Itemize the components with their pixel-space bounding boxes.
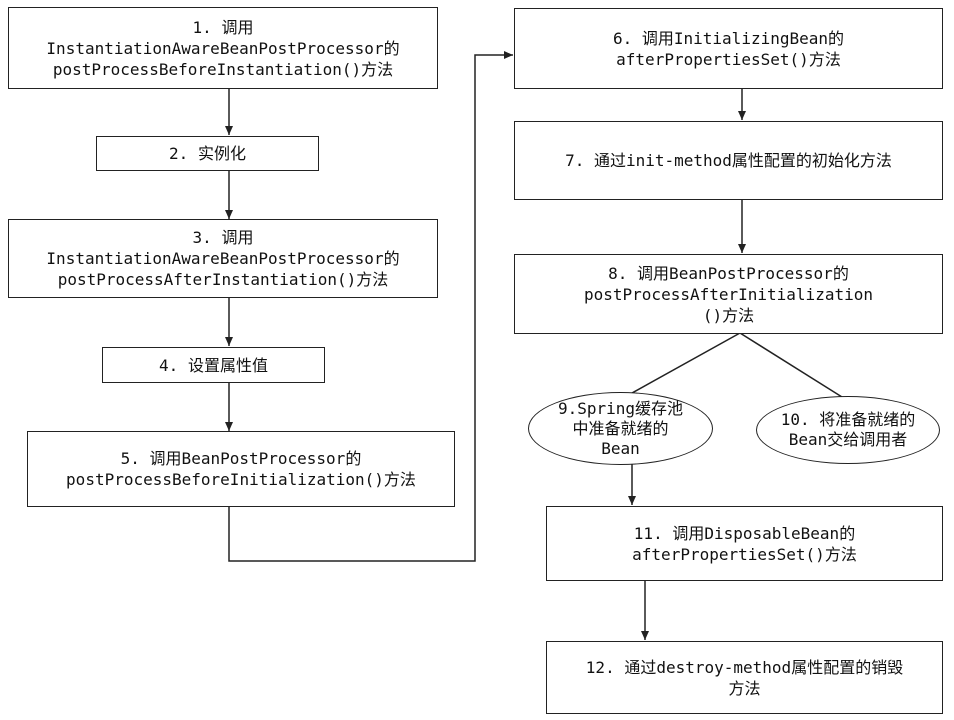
step-2-box: 2. 实例化 xyxy=(96,136,319,171)
step-text-line: 1. 调用 xyxy=(192,17,254,37)
step-text-line: afterPropertiesSet()方法 xyxy=(632,544,857,564)
step-text-line: 5. 调用BeanPostProcessor的 xyxy=(120,449,362,468)
step-text-line: 7. 通过init-method属性配置的初始化方法 xyxy=(565,151,892,170)
step-5-box: 5. 调用BeanPostProcessor的 postProcessBefore… xyxy=(27,431,455,507)
step-text-line: 8. 调用BeanPostProcessor的 xyxy=(608,263,849,283)
step-7-box: 7. 通过init-method属性配置的初始化方法 xyxy=(514,121,943,200)
step-text-line: 2. 实例化 xyxy=(169,144,246,163)
step-text-line: 12. 通过destroy-method属性配置的销毁 xyxy=(585,657,904,677)
step-12-box: 12. 通过destroy-method属性配置的销毁方法 xyxy=(546,641,943,714)
step-text-line: 11. 调用DisposableBean的 xyxy=(633,523,856,543)
step-text-line: InstantiationAwareBeanPostProcessor的 xyxy=(46,249,400,268)
step-text-line: 10. 将准备就绪的 xyxy=(780,410,916,429)
step-text-line: postProcessAfterInstantiation()方法 xyxy=(57,270,389,289)
line-8-to-9 xyxy=(631,332,741,394)
step-text-line: 3. 调用 xyxy=(192,228,254,247)
step-text-line: Bean xyxy=(601,438,640,458)
step-text-line: 9.Spring缓存池 xyxy=(557,398,684,418)
line-8-to-10 xyxy=(739,332,843,398)
step-text-line: InstantiationAwareBeanPostProcessor的 xyxy=(46,38,400,58)
step-3-box: 3. 调用 InstantiationAwareBeanPostProcessor… xyxy=(8,219,438,298)
step-text-line: Bean交给调用者 xyxy=(788,430,908,449)
step-text-line: postProcessAfterInitialization xyxy=(584,284,873,304)
step-text-line: postProcessBeforeInitialization()方法 xyxy=(66,470,416,489)
arrow-5-to-6 xyxy=(228,51,513,562)
step-text-line: 4. 设置属性值 xyxy=(159,355,268,375)
step-text-line: 中准备就绪的 xyxy=(572,418,669,438)
step-text-line: postProcessBeforeInstantiation()方法 xyxy=(52,59,394,79)
step-text-line: afterPropertiesSet()方法 xyxy=(616,49,841,69)
step-text-line: 6. 调用InitializingBean的 xyxy=(612,28,845,48)
step-text-line: 方法 xyxy=(728,678,761,698)
step-4-box: 4. 设置属性值 xyxy=(102,347,325,383)
step-text-line: ()方法 xyxy=(702,305,755,325)
